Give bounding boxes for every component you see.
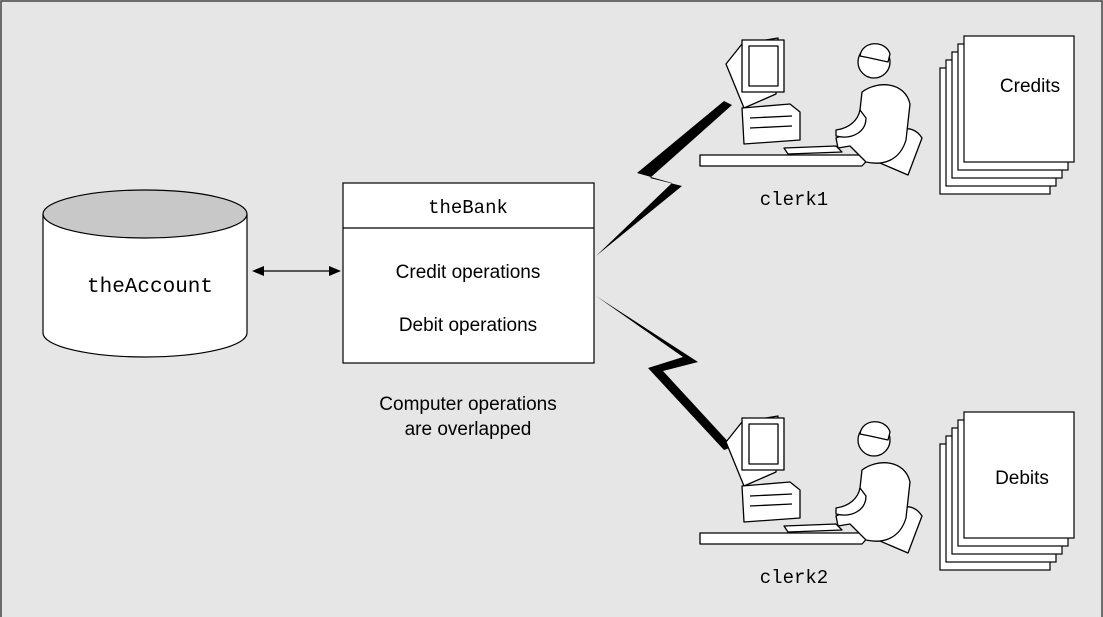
cylinder-top — [42, 189, 248, 239]
person-at-computer-icon — [699, 415, 923, 554]
credit-operations-label: Credit operations — [396, 262, 541, 283]
debit-operations-label: Debit operations — [399, 315, 537, 336]
double-arrow-connector — [252, 266, 341, 276]
debits-stack-label: Debits — [995, 468, 1049, 489]
credits-document-stack: Credits — [939, 35, 1075, 195]
bank-title: theBank — [428, 197, 508, 219]
database-label: theAccount — [87, 276, 213, 299]
note-line-1: Computer operations — [379, 394, 556, 415]
bank-box: theBank Credit operations Debit operatio… — [342, 182, 595, 364]
clerk2-workstation: clerk2 — [699, 415, 923, 589]
note-line-2: are overlapped — [405, 419, 532, 440]
clerk2-label: clerk2 — [760, 567, 828, 589]
lightning-link-clerk2 — [596, 296, 733, 450]
overlap-note: Computer operations are overlapped — [379, 394, 556, 440]
clerk1-label: clerk1 — [760, 189, 828, 211]
clerk1-workstation: clerk1 — [699, 37, 923, 211]
person-at-computer-icon — [699, 37, 923, 176]
lightning-link-clerk1 — [596, 101, 732, 256]
database-cylinder: theAccount — [42, 189, 248, 358]
credits-stack-label: Credits — [1000, 76, 1060, 97]
debits-document-stack: Debits — [939, 411, 1075, 571]
